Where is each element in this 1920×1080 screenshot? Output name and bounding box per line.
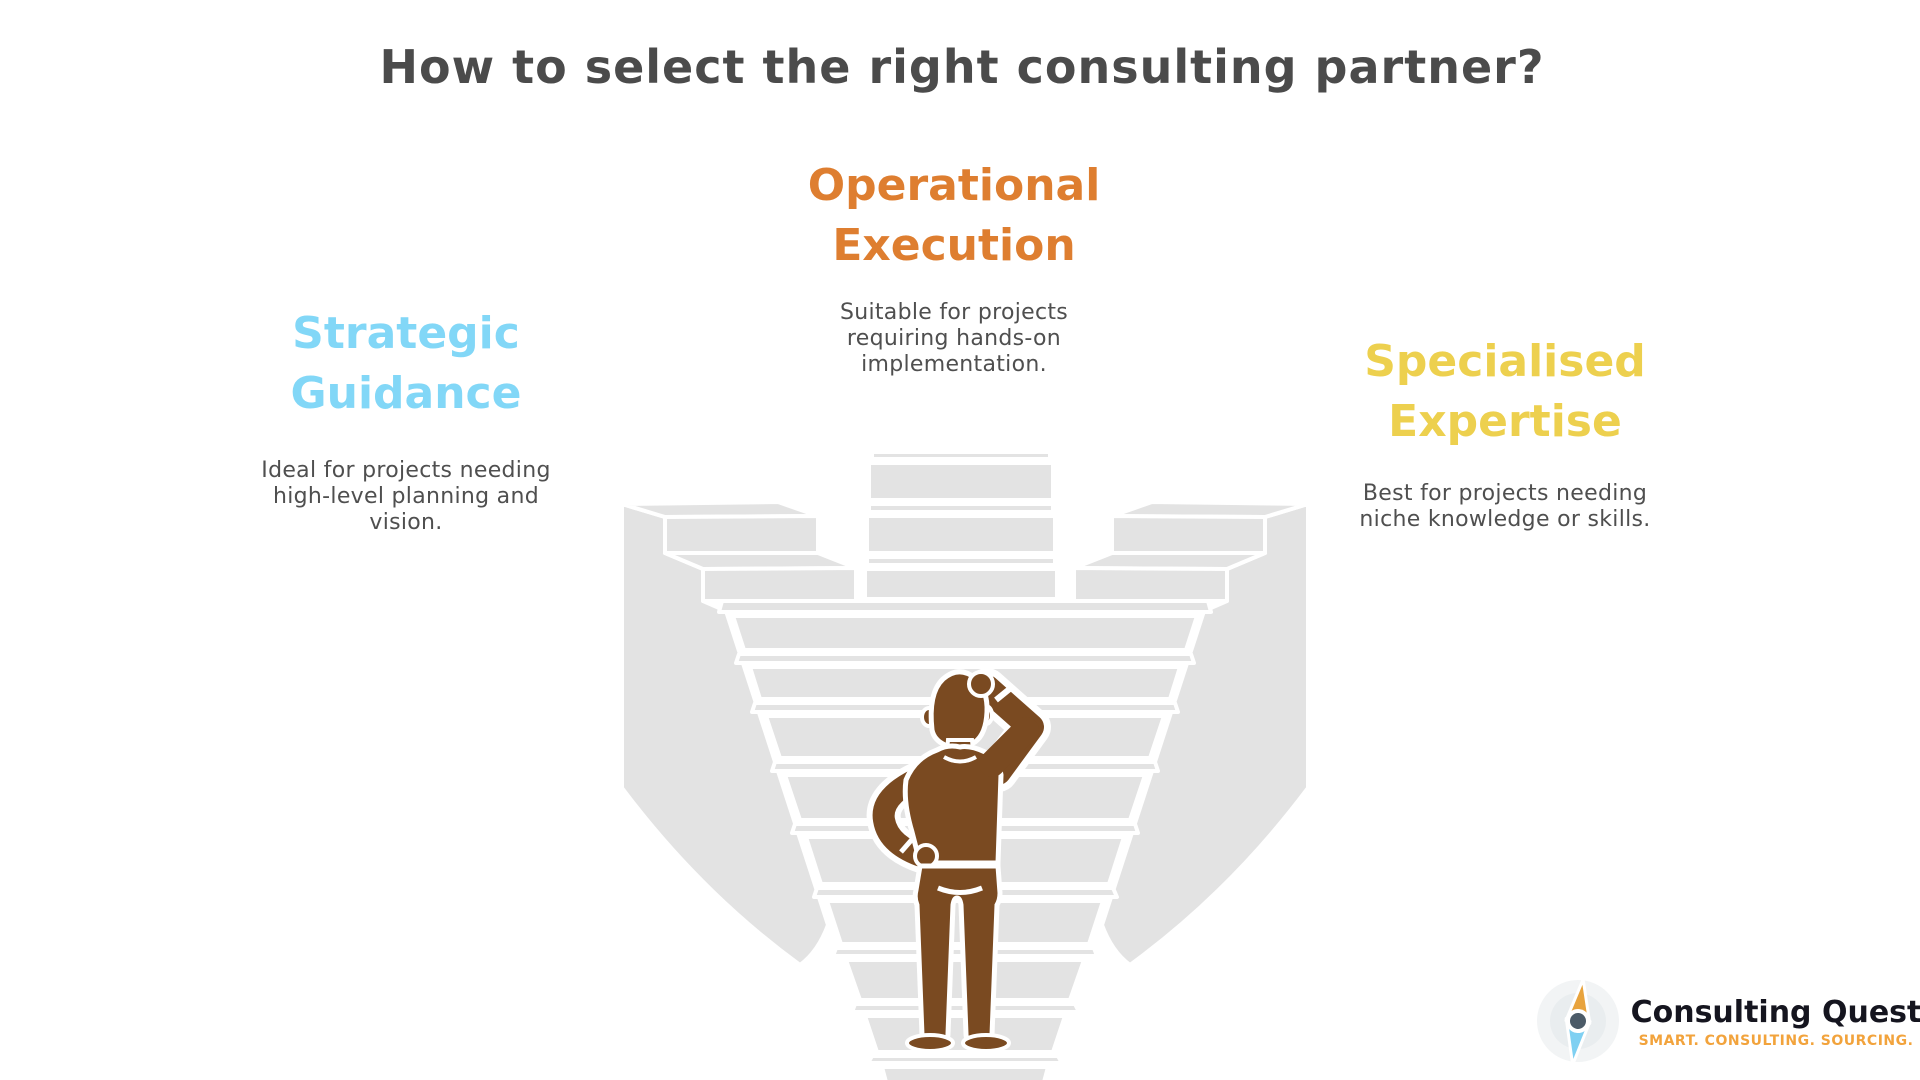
consulting-quest-logo: Consulting Quest SMART. CONSULTING. SOUR… — [1536, 976, 1920, 1068]
description-line: high-level planning and — [273, 484, 539, 509]
logo-text: Consulting Quest SMART. CONSULTING. SOUR… — [1630, 996, 1920, 1049]
option-heading-line: Specialised — [1364, 336, 1646, 387]
option-heading-line: Expertise — [1388, 396, 1622, 447]
description-line: vision. — [369, 510, 443, 535]
person-foot-right — [961, 1033, 1011, 1053]
option-description: Suitable for projects requiring hands-on… — [808, 300, 1101, 378]
center-staircase — [863, 450, 1059, 601]
person-foot-left — [905, 1033, 955, 1053]
person-hand-on-head — [967, 670, 995, 698]
description-line: Suitable for projects — [839, 300, 1069, 325]
person-collar-line — [943, 755, 977, 764]
option-heading-line: Guidance — [290, 368, 522, 419]
logo-name: Consulting Quest — [1630, 994, 1920, 1030]
person-watch-line — [994, 684, 1014, 703]
logo-tagline: SMART. CONSULTING. SOURCING. — [1638, 1032, 1914, 1049]
option-heading-line: Operational — [807, 160, 1101, 211]
left-staircase — [620, 500, 858, 967]
page-title: How to select the right consulting partn… — [379, 40, 1545, 94]
option-description: Ideal for projects needing high-level pl… — [261, 458, 550, 536]
description-line: Best for projects needing — [1362, 481, 1648, 506]
description-line: Ideal for projects needing — [261, 458, 551, 483]
option-heading-line: Strategic — [292, 308, 520, 359]
person-seat-line — [937, 885, 983, 895]
description-line: niche knowledge or skills. — [1359, 507, 1651, 532]
person-shoulder-bridge — [979, 717, 1039, 777]
description-line: implementation. — [861, 352, 1047, 377]
description-line: requiring hands-on — [846, 326, 1062, 351]
option-strategic-guidance: Strategic Guidance Ideal for projects ne… — [261, 304, 550, 536]
option-heading-line: Execution — [832, 220, 1076, 271]
pondering-person — [866, 668, 1051, 1053]
compass-icon — [1537, 977, 1619, 1067]
option-operational-execution: Operational Execution Suitable for proje… — [808, 156, 1101, 378]
option-description: Best for projects needing niche knowledg… — [1359, 481, 1650, 533]
right-staircase — [1072, 500, 1310, 967]
option-specialised-expertise: Specialised Expertise Best for projects … — [1359, 332, 1650, 533]
